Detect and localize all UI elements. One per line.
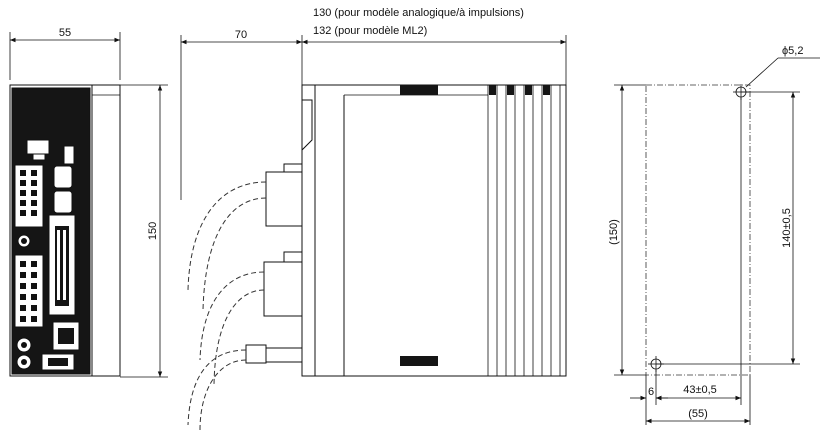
- hole-diameter-label: ϕ5,2: [782, 45, 803, 57]
- side-depth-label-1: 130 (pour modèle analogique/à impulsions…: [313, 7, 524, 19]
- mount-hole-spacing-h-label: 43±0,5: [683, 384, 717, 396]
- mount-edge-offset-label: 6: [648, 386, 654, 398]
- height-label: 150: [147, 222, 159, 240]
- mount-width-ref-label: (55): [688, 408, 708, 420]
- front-width-label: 55: [59, 27, 71, 39]
- mount-height-ref-label: (150): [608, 219, 620, 245]
- side-view: 70 130 (pour modèle analogique/à impulsi…: [180, 7, 567, 431]
- mounting-view: ϕ5,2 (150) 140±0,5 6 43±0,5 (55): [608, 45, 820, 425]
- side-depth-label-2: 132 (pour modèle ML2): [313, 25, 427, 37]
- mount-hole-spacing-v-label: 140±0,5: [781, 208, 793, 248]
- connector-depth-label: 70: [235, 29, 247, 41]
- front-view: 55 150: [9, 27, 168, 378]
